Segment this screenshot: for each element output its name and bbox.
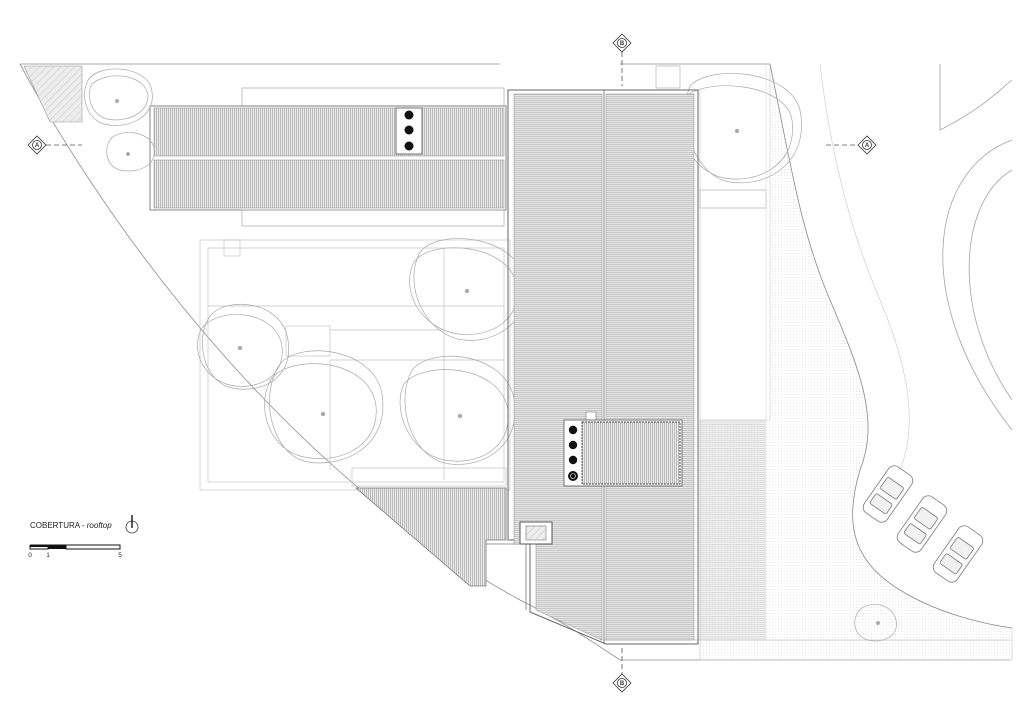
section-a-left-label: A: [35, 143, 40, 149]
roof-block-north: [149, 87, 507, 227]
skylight-group-north: [395, 107, 423, 155]
lower-building-outlines: [199, 239, 511, 491]
drawing-title-separator: -: [80, 521, 87, 530]
skylight-icon: [404, 110, 414, 120]
drawing-title: COBERTURA - rooftop: [30, 521, 112, 530]
skylight-icon: [404, 141, 414, 151]
tree-icon: [84, 68, 153, 126]
skylight-icon: [568, 440, 578, 450]
tree-icon: [106, 132, 155, 172]
section-a-right-label: A: [865, 143, 870, 149]
car-icon: [932, 525, 984, 583]
scale-label-0: 0: [28, 552, 32, 559]
east-paving: [699, 64, 767, 641]
car-icon: [896, 495, 948, 553]
section-lines: [46, 52, 858, 676]
drawing-subtitle: rooftop: [87, 521, 112, 530]
corner-hatch-area: [23, 65, 83, 123]
skylight-group-main: [563, 411, 683, 487]
skylight-icon: [404, 125, 414, 135]
exhaust-fan-icon: [568, 471, 578, 481]
section-marker-a-right: A: [857, 135, 877, 155]
tree-icon: [854, 604, 897, 642]
section-marker-b-top: B: [612, 33, 632, 53]
drawing-title-main: COBERTURA: [30, 521, 81, 530]
roof-main: [507, 89, 699, 645]
section-marker-b-bottom: B: [612, 673, 632, 693]
scale-label-5: 5: [118, 552, 122, 559]
drawing-title-block: COBERTURA - rooftop: [30, 515, 139, 534]
roof-triangle-southwest: [354, 487, 527, 610]
scale-bar: 0 1 5: [28, 544, 122, 559]
car-icon: [862, 465, 914, 523]
north-arrow-icon: [125, 515, 139, 534]
tree-icon: [399, 355, 516, 465]
skylight-icon: [568, 455, 578, 465]
roof-access-hatch: [519, 521, 553, 545]
section-b-top-label: B: [620, 41, 625, 47]
tree-icon: [264, 350, 384, 464]
section-marker-a-left: A: [27, 135, 47, 155]
rotunda-outline: [939, 64, 1013, 431]
scale-label-1: 1: [46, 552, 50, 559]
parked-cars: [862, 465, 984, 583]
section-b-bottom-label: B: [620, 681, 625, 687]
skylight-icon: [568, 425, 578, 435]
street-paving: [699, 63, 1013, 661]
